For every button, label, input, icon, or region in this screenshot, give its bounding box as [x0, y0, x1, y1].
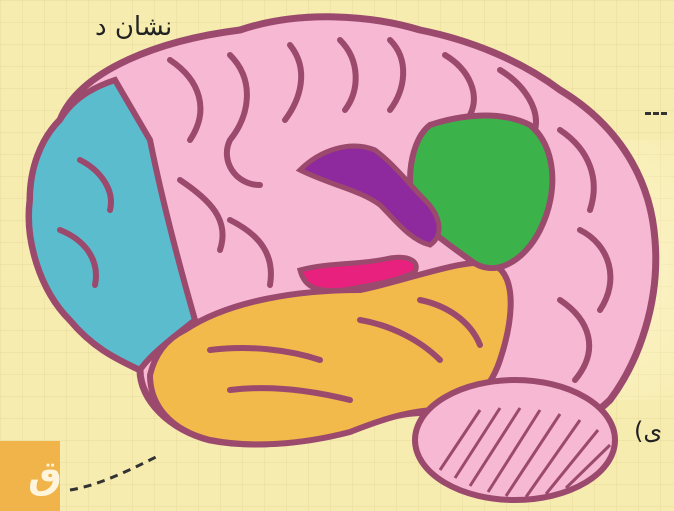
label-bottom-right: ی)	[634, 417, 662, 445]
label-top-left: نشان د	[95, 12, 172, 42]
leader-line-right	[645, 112, 667, 115]
corner-badge: ق	[0, 441, 60, 511]
leader-line-bottom-left	[70, 455, 160, 490]
corner-badge-letter: ق	[28, 453, 62, 497]
